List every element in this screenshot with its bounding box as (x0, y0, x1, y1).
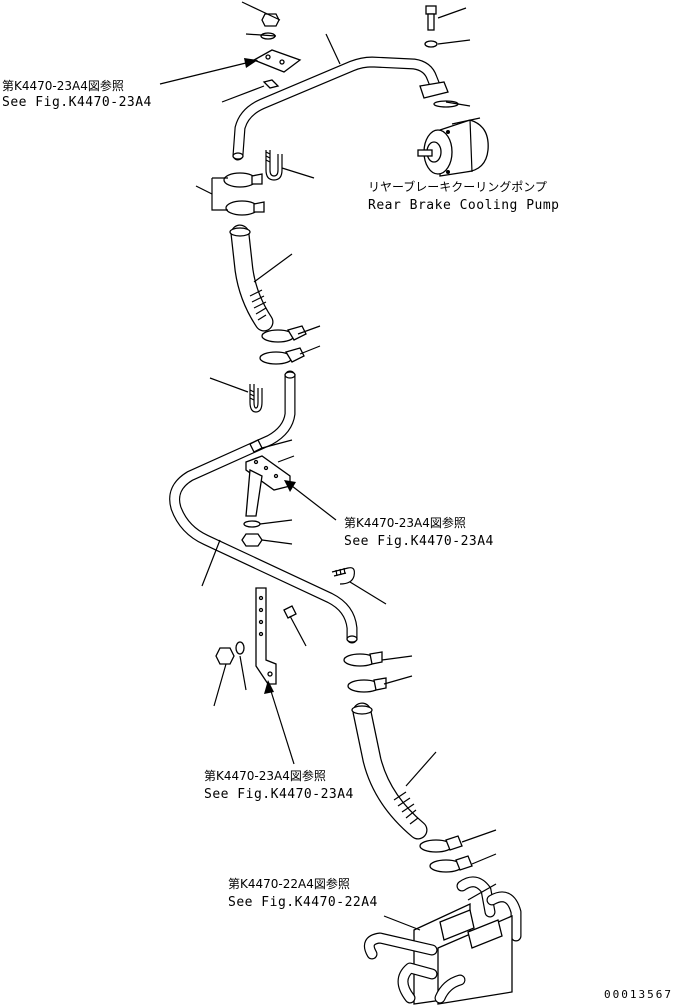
mid-bracket (241, 439, 291, 547)
lower-hose (351, 702, 428, 840)
top-bracket (252, 13, 302, 89)
ref-top-jp: 第K4470-23A4図参照 (2, 78, 124, 93)
rear-brake-cooling-pump (417, 100, 489, 177)
pump-bolt (419, 5, 449, 99)
upper-hose (229, 224, 274, 332)
u-bolt-upper (265, 150, 283, 181)
ref-mid-en: See Fig.K4470-23A4 (344, 534, 494, 549)
ref-low-jp: 第K4470-23A4図参照 (204, 768, 326, 783)
pump-label-en: Rear Brake Cooling Pump (368, 198, 560, 213)
lower-bracket (215, 587, 297, 685)
upper-hose-clamps (211, 172, 265, 216)
bottom-hose-clamps (419, 835, 473, 873)
ref-low-en: See Fig.K4470-23A4 (204, 787, 354, 802)
mid-hose-clamps (259, 325, 307, 365)
lower-hose-clamps (343, 651, 387, 693)
drawing-number: 00013567 (604, 988, 673, 1001)
u-bolt-mid (249, 384, 263, 413)
leader-lines (159, 1, 497, 931)
cooler-tank (363, 876, 522, 1005)
upper-pipe (232, 56, 442, 161)
middle-pipe (169, 370, 358, 644)
ref-bottom-jp: 第K4470-22A4図参照 (228, 876, 350, 891)
ref-bottom-en: See Fig.K4470-22A4 (228, 895, 378, 910)
ref-top-en: See Fig.K4470-23A4 (2, 95, 152, 110)
ref-mid-jp: 第K4470-23A4図参照 (344, 515, 466, 530)
pump-label-jp: リヤーブレーキクーリングポンプ (368, 179, 547, 194)
u-bolt-lower (331, 567, 355, 585)
